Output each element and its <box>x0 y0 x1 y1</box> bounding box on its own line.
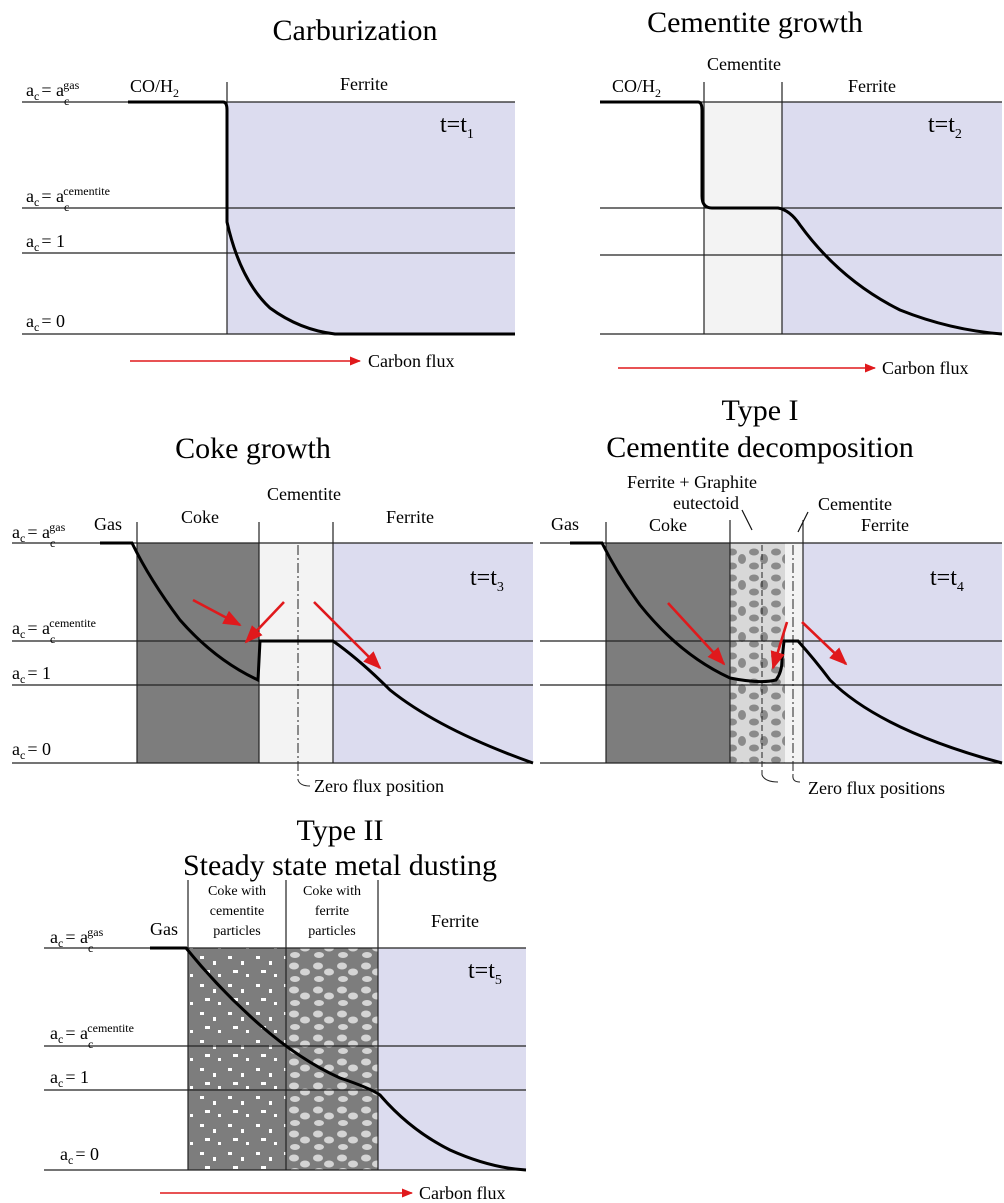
flux-arrow <box>192 598 242 627</box>
ferrite-label: Ferrite <box>431 911 479 931</box>
coke-region <box>606 543 730 763</box>
time-label: t=t <box>930 565 957 591</box>
panel-title-line1: Type I <box>721 394 798 427</box>
gas-label: CO/H <box>612 76 655 96</box>
activity-curve <box>570 541 1003 765</box>
gas-label: Gas <box>150 919 178 939</box>
activity-curve <box>100 541 534 765</box>
label-ac-zero: ac= 0 <box>26 311 65 334</box>
coke-ferrite-label-1: Coke with <box>303 884 361 899</box>
panel-title: Coke growth <box>175 432 331 465</box>
svg-text:t=t4: t=t4 <box>930 565 964 595</box>
flux-arrow <box>801 621 848 666</box>
cementite-region <box>259 543 333 763</box>
coke-ferrite-label-2: ferrite <box>315 904 349 919</box>
label-ac-one: ac= 1 <box>50 1067 89 1090</box>
coke-label: Coke <box>649 515 687 535</box>
gas-label: Gas <box>94 514 122 534</box>
panel-type2: Type II Steady state metal dusting Gas C… <box>44 814 527 1203</box>
time-label: t=t <box>928 112 955 138</box>
ferrite-region <box>333 543 533 763</box>
coke-ferrite-label-3: particles <box>308 924 355 939</box>
label-ac-cementite: ac= accementite <box>50 1021 134 1051</box>
svg-text:t=t5: t=t5 <box>468 958 502 988</box>
label-ac-gas: ac= acgas <box>26 78 80 108</box>
panel-title: Carburization <box>273 14 438 47</box>
coke-cementite-label-3: particles <box>213 924 260 939</box>
zero-flux-label: Zero flux position <box>314 776 444 796</box>
label-ac-one: ac= 1 <box>26 231 65 254</box>
ferrite-region <box>227 102 515 334</box>
coke-region <box>137 543 259 763</box>
svg-text:CO/H2: CO/H2 <box>130 76 179 100</box>
label-ac-gas: ac= acgas <box>50 925 104 955</box>
panel-title: Cementite growth <box>647 6 863 39</box>
panel-cementite-growth: Cementite growth CO/H2 Cementite Ferrite… <box>600 6 1003 378</box>
svg-text:t=t2: t=t2 <box>928 112 962 142</box>
coke-label: Coke <box>181 507 219 527</box>
cementite-region <box>785 543 803 763</box>
carbon-flux-label: Carbon flux <box>368 351 454 371</box>
time-label: t=t <box>470 565 497 591</box>
flux-arrow <box>667 602 726 666</box>
label-ac-zero: ac= 0 <box>60 1144 99 1167</box>
carbon-flux-label: Carbon flux <box>419 1183 505 1203</box>
ferrite-label: Ferrite <box>861 515 909 535</box>
zero-flux-label: Zero flux positions <box>808 778 945 798</box>
label-ac-cementite: ac= accementite <box>12 616 96 646</box>
panel-title-line1: Type II <box>296 814 383 847</box>
flux-arrow <box>770 621 789 670</box>
panel-title-line2: Steady state metal dusting <box>183 849 497 882</box>
label-ac-one: ac= 1 <box>12 663 51 686</box>
label-ac-gas: ac= acgas <box>12 520 66 550</box>
time-label: t=t <box>440 112 467 138</box>
panel-carburization: Carburization CO/H2 Ferrite t=t1 ac= acg… <box>22 14 515 371</box>
ferrite-region <box>782 102 1002 334</box>
panel-type1: Type I Cementite decomposition Gas Coke … <box>540 394 1003 798</box>
gas-label: CO/H <box>130 76 173 96</box>
svg-text:t=t1: t=t1 <box>440 112 474 142</box>
cementite-label: Cementite <box>818 494 892 514</box>
label-ac-zero: ac= 0 <box>12 739 51 762</box>
flux-arrow <box>244 601 285 644</box>
svg-text:t=t3: t=t3 <box>470 565 504 595</box>
ferrite-label: Ferrite <box>340 74 388 94</box>
label-ac-cementite: ac= accementite <box>26 184 110 214</box>
panel-coke-growth: Coke growth Gas Coke Cementite Ferrite t… <box>12 432 534 796</box>
coke-cementite-label-2: cementite <box>210 904 264 919</box>
ferrite-label: Ferrite <box>386 507 434 527</box>
gas-label: Gas <box>551 514 579 534</box>
cementite-region <box>704 102 782 334</box>
eutectoid-label-line1: Ferrite + Graphite <box>627 472 757 492</box>
coke-cementite-region <box>188 948 286 1170</box>
cementite-label: Cementite <box>267 484 341 504</box>
panel-title-line2: Cementite decomposition <box>606 431 913 464</box>
coke-ferrite-region <box>286 948 378 1170</box>
svg-text:CO/H2: CO/H2 <box>612 76 661 100</box>
ferrite-region <box>378 948 526 1170</box>
activity-curve <box>150 946 527 1172</box>
eutectoid-label-line2: eutectoid <box>673 493 739 513</box>
ferrite-label: Ferrite <box>848 76 896 96</box>
time-label: t=t <box>468 958 495 984</box>
cementite-label: Cementite <box>707 54 781 74</box>
carbon-flux-label: Carbon flux <box>882 358 968 378</box>
coke-cementite-label-1: Coke with <box>208 884 266 899</box>
flux-arrow <box>313 601 382 670</box>
activity-curve <box>128 100 515 336</box>
activity-curve <box>600 100 1003 336</box>
